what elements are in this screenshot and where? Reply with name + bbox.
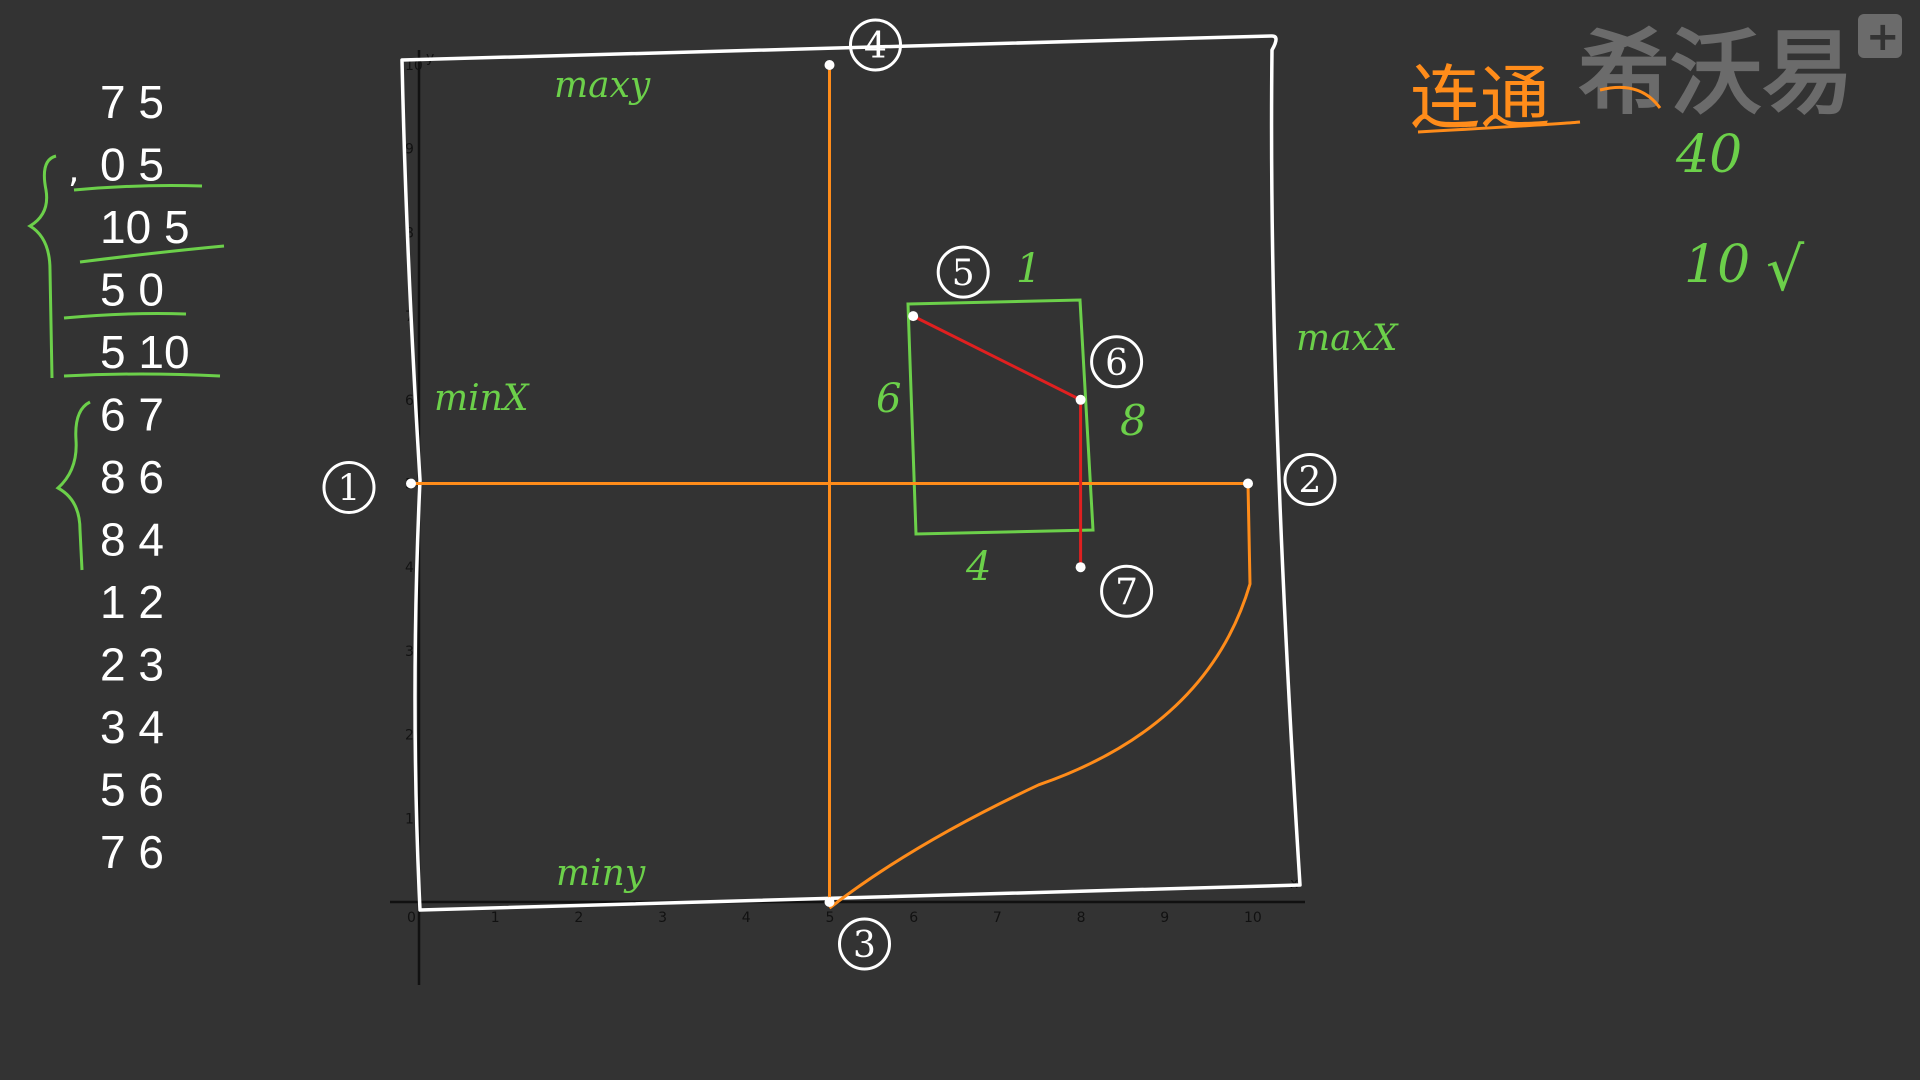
- x-tick-label: 10: [1244, 910, 1262, 926]
- x-tick-label: 9: [1160, 910, 1169, 926]
- notes-title-group: 连通: [1410, 57, 1662, 139]
- box-top-length: 1: [1016, 246, 1041, 292]
- input-line: 7 5: [100, 76, 164, 128]
- x-tick-label: 1: [491, 910, 500, 926]
- input-line: 3 4: [100, 701, 164, 753]
- inner-bounding-rectangle: [906, 298, 1095, 536]
- label-min-y: miny: [556, 853, 646, 894]
- brace-group-1: [27, 154, 57, 379]
- point-label-3: 3: [853, 925, 876, 966]
- x-tick-label: 6: [909, 910, 918, 926]
- label-max-y: maxy: [554, 65, 651, 106]
- point-label-ring-4: [849, 18, 902, 72]
- input-group-braces: [27, 154, 91, 571]
- point-dot-1: [406, 478, 416, 489]
- input-line: 1 2: [100, 576, 164, 628]
- point-label-ring-2: [1283, 453, 1337, 506]
- point-dot-5: [908, 311, 919, 322]
- point-dot-7: [1075, 562, 1086, 573]
- point-label-6: 6: [1105, 343, 1128, 384]
- notes-title-underline: [1417, 120, 1581, 134]
- bounding-box-outline: [400, 34, 1302, 912]
- x-tick-label: 4: [742, 910, 751, 926]
- y-tick-label: 8: [405, 225, 414, 241]
- y-tick-label: 3: [405, 644, 414, 660]
- input-line: 6 7: [100, 389, 164, 441]
- input-underlines: [63, 184, 225, 378]
- label-max-x: maxX: [1296, 318, 1399, 359]
- notes-title-scribble: [1599, 85, 1662, 109]
- input-line: 8 6: [100, 451, 164, 503]
- watermark-plus-badge: [1858, 14, 1902, 58]
- x-tick-label: 5: [826, 910, 835, 926]
- note-value-10: 10: [1684, 235, 1750, 295]
- point-label-7: 7: [1115, 572, 1138, 613]
- edge-2-3: [828, 483, 1252, 910]
- input-line: 5 0: [100, 264, 164, 316]
- point-label-4: 4: [864, 26, 887, 67]
- point-label-5: 5: [952, 253, 975, 294]
- y-tick-label: 9: [405, 142, 414, 158]
- input-line: 8 4: [100, 514, 164, 566]
- point-label-1: 1: [338, 469, 361, 510]
- point-label-ring-5: [936, 245, 990, 299]
- box-left-length: 6: [876, 376, 901, 422]
- point-dot-3: [824, 897, 835, 907]
- edge-layer: [411, 65, 1252, 910]
- box-right-length: 8: [1120, 396, 1147, 445]
- x-tick-label: 7: [993, 910, 1002, 926]
- watermark-text: 希沃易: [1578, 20, 1854, 127]
- edge-5-6: [912, 314, 1082, 402]
- y-tick-label: 10: [405, 58, 423, 74]
- label-min-x: minX: [434, 378, 530, 419]
- y-tick-label: 6: [405, 393, 414, 409]
- point-layer: 1 2 3 4 5 6 7: [322, 18, 1337, 971]
- point-label-ring-6: [1090, 335, 1144, 389]
- note-value-40: 40: [1675, 125, 1742, 185]
- brace-group-2: [55, 400, 91, 571]
- input-line: 7 6: [100, 826, 164, 878]
- point-dot-6: [1075, 394, 1086, 405]
- x-tick-label: 0: [407, 910, 416, 926]
- input-line: 10 5: [100, 201, 190, 253]
- x-tick-label: 3: [658, 910, 667, 926]
- point-label-ring-7: [1100, 564, 1154, 618]
- input-stray-mark: ,: [68, 150, 79, 191]
- y-tick-label: 2: [405, 728, 414, 744]
- coordinate-axes: [390, 50, 1305, 985]
- x-tick-label: 2: [574, 910, 583, 926]
- point-dot-2: [1243, 478, 1253, 489]
- point-label-ring-3: [838, 917, 891, 971]
- x-tick-labels: 0 1 2 3 4 5 6 7 8 9 10: [407, 910, 1262, 926]
- point-label-ring-1: [322, 461, 376, 514]
- input-list: 7 5 0 5 10 5 5 0 5 10 6 7 8 6 8 4 1 2 2 3 3 4 5 6 7 …: [100, 76, 190, 878]
- input-line: 5 6: [100, 764, 164, 816]
- input-line: 5 10: [100, 326, 190, 378]
- point-dot-4: [824, 60, 835, 70]
- input-line: 0 5: [100, 139, 164, 191]
- y-tick-label: 1: [405, 811, 414, 827]
- x-tick-label: 8: [1077, 910, 1086, 926]
- watermark-plus: +: [1866, 14, 1900, 60]
- y-tick-label: 4: [405, 560, 414, 576]
- note-check-mark: √: [1766, 235, 1805, 305]
- watermark-logo: 希沃易 +: [1578, 14, 1902, 127]
- point-label-2: 2: [1299, 461, 1322, 502]
- input-line: 2 3: [100, 639, 164, 691]
- box-bottom-length: 4: [965, 544, 991, 590]
